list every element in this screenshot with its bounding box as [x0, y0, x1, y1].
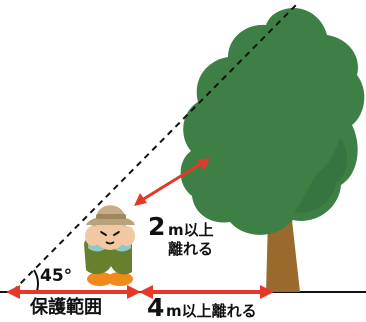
tree — [180, 7, 365, 292]
left-shoe — [87, 272, 113, 286]
angle-label: 45° — [40, 266, 73, 286]
tree-crown — [180, 7, 365, 235]
angle-dashed-line — [12, 4, 297, 292]
crouching-person-illustration — [84, 205, 135, 286]
protect-range-label: 保護範囲 — [30, 297, 102, 318]
mouth — [105, 241, 115, 245]
trunk-distance-arrow — [139, 285, 274, 299]
trunk-distance-text: m以上離れる — [166, 302, 257, 320]
tree-distance-number: 2 — [148, 212, 166, 241]
protect-range-arrow — [6, 285, 141, 299]
right-shoe — [107, 272, 133, 286]
eyes — [100, 231, 120, 236]
trunk-distance-number: 4 — [147, 293, 165, 322]
tree-distance-line2: 離れる — [168, 240, 214, 258]
tree-distance-arrow — [134, 158, 210, 206]
left-hand — [85, 226, 101, 246]
angle-arc — [33, 269, 39, 292]
hat-band — [96, 214, 126, 219]
right-hand — [119, 226, 135, 246]
tree-distance-unit-text: m以上 — [168, 221, 214, 239]
face — [94, 218, 126, 250]
tree-crown-shadow — [294, 138, 348, 213]
